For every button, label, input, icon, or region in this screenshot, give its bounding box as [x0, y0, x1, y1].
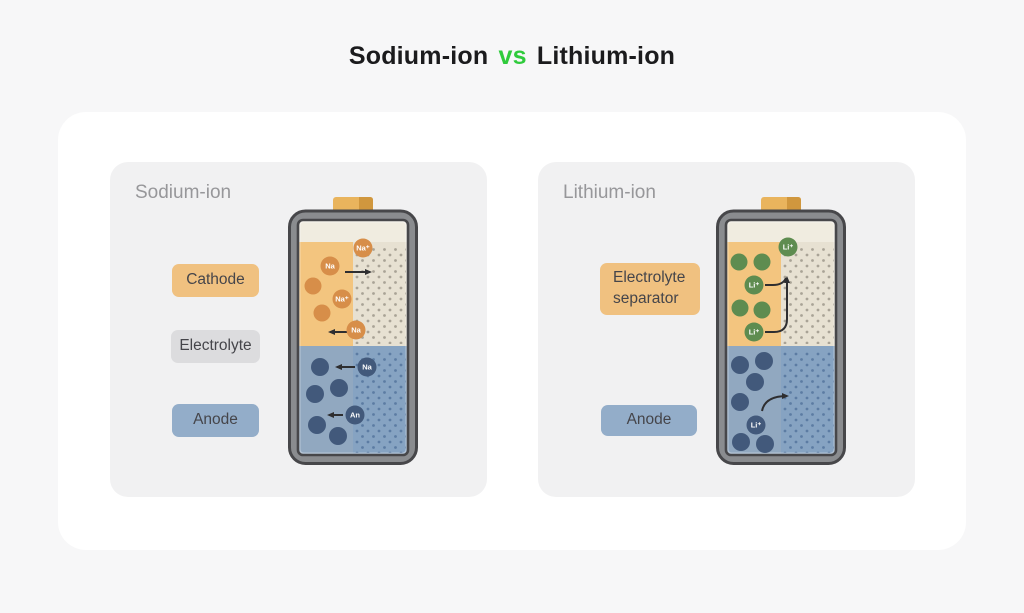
inner-border [724, 218, 838, 457]
title-vs: vs [498, 42, 527, 70]
infographic-title: Sodium-ion vs Lithium-ion [0, 42, 1024, 71]
ion [753, 301, 771, 319]
battery-diagram: Li⁺ Li⁺ Li⁺ Li⁺ [716, 197, 846, 465]
labeled-ion [353, 238, 373, 258]
lithium-panel-title: Lithium-ion [563, 182, 656, 203]
ion [330, 379, 348, 397]
inner-highlight [726, 220, 836, 455]
electrolyte-label: Electrolyte [171, 330, 260, 363]
labeled-ion [746, 415, 766, 435]
electrolyte-separator-label: Electrolyte separator [600, 263, 700, 315]
ion [756, 435, 774, 453]
cathode-label: Cathode [172, 264, 259, 297]
labeled-ion [346, 320, 366, 340]
ion-label: Na [362, 363, 372, 372]
ion-label: An [350, 411, 360, 420]
labeled-ion [332, 289, 352, 309]
cathode-collector-dots [783, 247, 834, 344]
inner-highlight [298, 220, 408, 455]
labeled-ion [345, 405, 365, 425]
inner-border [296, 218, 410, 457]
labeled-ion [744, 275, 764, 295]
labeled-ion [320, 256, 340, 276]
labeled-ion [744, 322, 764, 342]
ion [304, 277, 322, 295]
flow-arrow [761, 393, 789, 412]
anode-label: Anode [172, 404, 259, 437]
labeled-ion [778, 237, 798, 257]
ion [308, 416, 326, 434]
ion [753, 253, 771, 271]
ion-label: Na [351, 326, 361, 335]
flow-arrow [765, 276, 790, 333]
ion [306, 385, 324, 403]
flow-arrow [765, 277, 787, 286]
title-right-part: Lithium-ion [536, 42, 676, 70]
lithium-battery: Li⁺ Li⁺ Li⁺ Li⁺ [716, 197, 846, 465]
ion [313, 304, 331, 322]
anode-label: Anode [601, 405, 697, 436]
ion [746, 373, 764, 391]
ion [732, 433, 750, 451]
ion [329, 427, 347, 445]
ion [311, 358, 329, 376]
anode-collector-dots [783, 351, 834, 453]
ion-label: Li⁺ [749, 281, 760, 290]
ion [755, 352, 773, 370]
ion [731, 356, 749, 374]
ion-label: Li⁺ [749, 328, 760, 337]
ion [731, 299, 749, 317]
ion-label: Na [325, 262, 335, 271]
ion-label: Li⁺ [751, 421, 762, 430]
sodium-panel-title: Sodium-ion [135, 182, 232, 203]
ion-label: Na⁺ [356, 244, 370, 253]
labeled-ion [357, 357, 377, 377]
ion [730, 253, 748, 271]
ion-label: Li⁺ [783, 243, 794, 252]
title-left-part: Sodium-ion [348, 42, 489, 70]
ion [731, 393, 749, 411]
ion-label: Na⁺ [335, 295, 349, 304]
